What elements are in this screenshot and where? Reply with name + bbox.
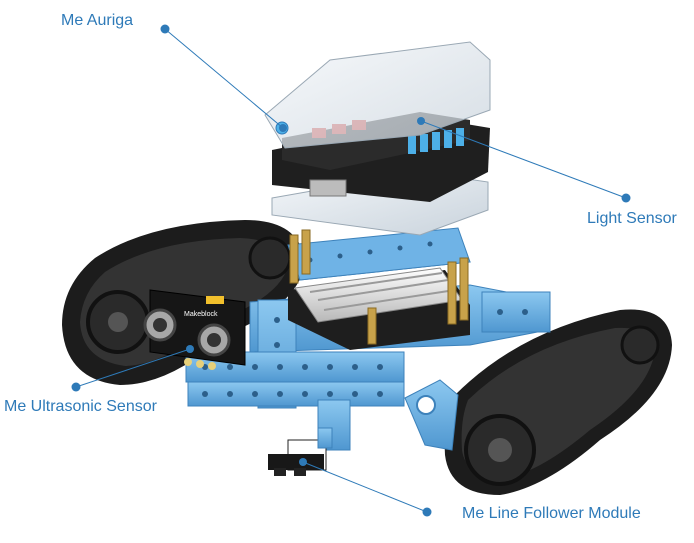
label-light-sensor: Light Sensor [587,210,677,227]
sensor-brand-text: Makeblock [184,311,218,318]
label-ultrasonic-sensor: Me Ultrasonic Sensor [4,398,157,415]
me-auriga-board [264,41,491,236]
brass-standoffs [289,229,469,345]
callout-lines [71,24,631,517]
wheel-bracket [404,379,459,451]
label-line-follower: Me Line Follower Module [462,505,641,522]
label-me-auriga: Me Auriga [61,12,134,29]
battery-holder [288,267,470,350]
ultrasonic-sensor: Makeblock [143,289,246,370]
line-follower-module [268,427,333,476]
right-track [444,309,672,495]
